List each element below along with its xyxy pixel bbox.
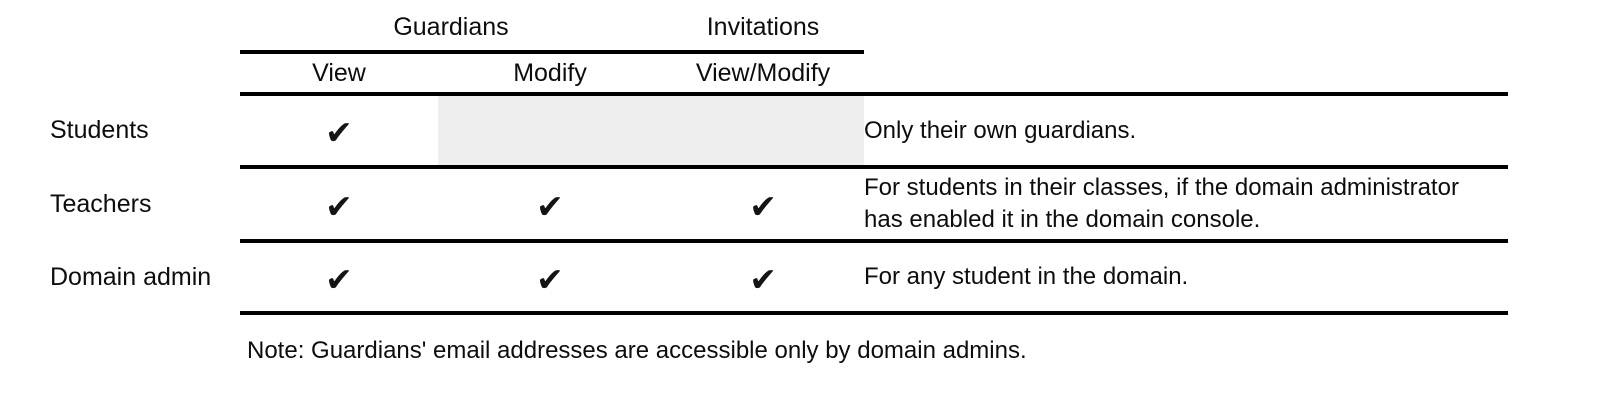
column-header-right-pad — [1508, 52, 1600, 94]
table-row: Teachers ✔ ✔ ✔ For students in their cla… — [0, 167, 1600, 243]
check-icon: ✔ — [749, 186, 777, 226]
cell-students-guardians-view: ✔ — [240, 94, 438, 169]
column-header-guardians-modify: Modify — [438, 52, 663, 96]
note-line: has enabled it in the domain console. — [864, 206, 1261, 233]
note-line: For any student in the domain. — [864, 263, 1189, 290]
cell-teachers-guardians-view: ✔ — [240, 167, 438, 243]
cell-admin-guardians-view: ✔ — [240, 241, 438, 315]
cell-students-guardians-modify — [438, 94, 663, 169]
check-icon: ✔ — [325, 113, 353, 152]
group-header-guardians-label: Guardians — [393, 13, 509, 41]
cell-admin-invitations: ✔ — [662, 241, 865, 315]
check-icon: ✔ — [325, 259, 353, 299]
group-header-notes-spacer — [864, 0, 1508, 52]
guardian-permissions-table: Guardians Invitations View Modify View/M… — [0, 0, 1600, 315]
row-label-domain-admin: Domain admin — [50, 262, 212, 291]
note-line: For students in their classes, if the do… — [864, 174, 1459, 201]
cell-teachers-right-pad — [1508, 167, 1600, 241]
check-icon: ✔ — [325, 186, 353, 226]
cell-students-notes: Only their own guardians. — [864, 94, 1509, 169]
column-header-guardians-modify-label: Modify — [513, 59, 587, 87]
cell-teachers-guardians-modify: ✔ — [438, 167, 663, 243]
group-header-row: Guardians Invitations — [0, 0, 1600, 54]
check-icon: ✔ — [749, 259, 777, 299]
group-header-spacer — [0, 0, 240, 52]
cell-admin-guardians-modify: ✔ — [438, 241, 663, 315]
figure-footnote: Note: Guardians' email addresses are acc… — [247, 337, 1027, 364]
row-label-teachers: Teachers — [50, 189, 152, 218]
check-icon: ✔ — [536, 259, 564, 299]
column-header-invitations-view-modify: View/Modify — [662, 52, 865, 96]
cell-teachers-notes: For students in their classes, if the do… — [864, 167, 1509, 243]
group-header-right-pad — [1508, 0, 1600, 52]
column-header-row: View Modify View/Modify — [0, 52, 1600, 96]
group-header-invitations-label: Invitations — [706, 13, 820, 41]
note-line: Only their own guardians. — [864, 116, 1137, 144]
column-header-guardians-view-label: View — [312, 59, 366, 87]
column-header-role — [0, 52, 240, 94]
table-row: Domain admin ✔ ✔ ✔ For any student in th… — [0, 241, 1600, 315]
column-header-guardians-view: View — [240, 52, 438, 96]
cell-admin-right-pad — [1508, 241, 1600, 313]
cell-students-right-pad — [1508, 94, 1600, 167]
group-header-invitations: Invitations — [662, 0, 865, 54]
column-header-invitations-view-modify-label: View/Modify — [695, 59, 831, 87]
table-row: Students ✔ Only their own guardians. — [0, 94, 1600, 169]
cell-teachers-invitations: ✔ — [662, 167, 865, 243]
cell-admin-notes: For any student in the domain. — [864, 241, 1509, 315]
column-header-notes — [864, 52, 1509, 96]
cell-students-invitations — [662, 94, 865, 169]
group-header-guardians: Guardians — [240, 0, 663, 54]
row-label-students: Students — [50, 116, 149, 144]
check-icon: ✔ — [536, 186, 564, 226]
